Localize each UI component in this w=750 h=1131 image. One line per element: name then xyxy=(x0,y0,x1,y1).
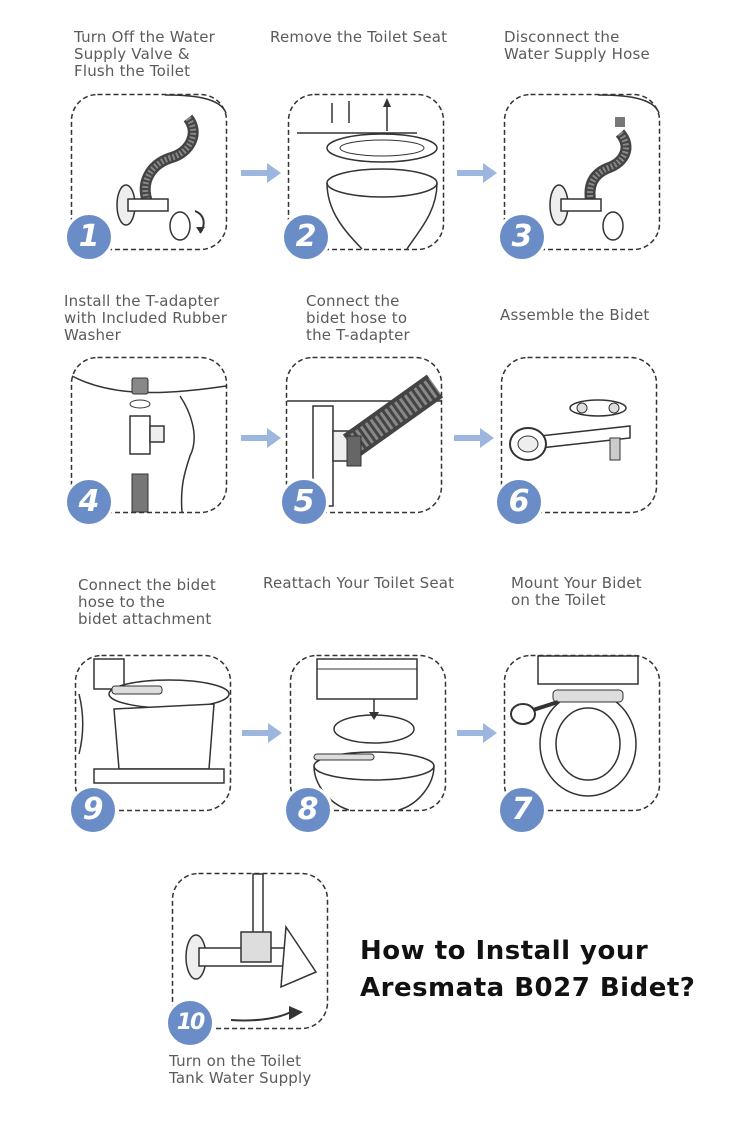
step-7-badge: 7 xyxy=(497,785,547,835)
step-7-illustration: 7 xyxy=(497,654,661,835)
step-10-caption: Turn on the Toilet Tank Water Supply xyxy=(169,1052,312,1087)
step-10-illustration: 10 xyxy=(165,872,329,1048)
step-1-illustration: 1 xyxy=(64,93,228,262)
step-3-badge: 3 xyxy=(497,212,547,262)
step-6-illustration: 6 xyxy=(494,356,658,527)
step-9-badge: 9 xyxy=(68,785,118,835)
arrow-4-to-5 xyxy=(241,428,281,448)
step-2-caption: Remove the Toilet Seat xyxy=(270,28,448,46)
step-9-illustration: 9 xyxy=(68,654,232,835)
step-7-caption: Mount Your Bidet on the Toilet xyxy=(511,574,642,609)
arrow-8-to-7 xyxy=(457,723,497,743)
title-line-2: Aresmata B027 Bidet? xyxy=(360,973,696,1003)
step-5-caption: Connect the bidet hose to the T-adapter xyxy=(306,292,410,344)
arrow-2-to-3 xyxy=(457,163,497,183)
step-6-badge: 6 xyxy=(494,477,544,527)
step-2-badge: 2 xyxy=(281,212,331,262)
step-1-caption: Turn Off the Water Supply Valve & Flush … xyxy=(74,28,216,80)
arrow-5-to-6 xyxy=(454,428,494,448)
step-4-caption: Install the T-adapter with Included Rubb… xyxy=(64,292,228,344)
arrow-9-to-8 xyxy=(242,723,282,743)
arrow-1-to-2 xyxy=(241,163,281,183)
step-4-illustration: 4 xyxy=(64,356,228,527)
step-3-illustration: 3 xyxy=(497,93,661,262)
step-1-badge: 1 xyxy=(64,212,114,262)
step-8-caption: Reattach Your Toilet Seat xyxy=(263,574,455,592)
step-9-caption: Connect the bidet hose to the bidet atta… xyxy=(78,576,216,628)
step-8-badge: 8 xyxy=(283,785,333,835)
step-5-illustration: 5 xyxy=(279,356,443,527)
step-6-caption: Assemble the Bidet xyxy=(500,306,650,324)
step-10-badge: 10 xyxy=(165,998,215,1048)
step-3-caption: Disconnect the Water Supply Hose xyxy=(504,28,650,63)
step-5-badge: 5 xyxy=(279,477,329,527)
title-line-1: How to Install your xyxy=(360,936,649,966)
step-4-badge: 4 xyxy=(64,477,114,527)
step-2-illustration: 2 xyxy=(281,93,445,262)
page-title: How to Install your Aresmata B027 Bidet? xyxy=(360,933,695,1007)
step-8-illustration: 8 xyxy=(283,654,447,835)
